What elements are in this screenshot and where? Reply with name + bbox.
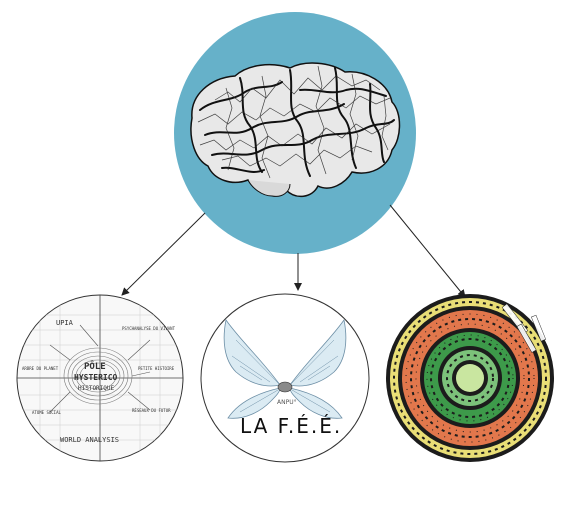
label-pole: PÔLE xyxy=(84,360,106,372)
fairy-wings-illustration xyxy=(223,319,347,419)
right-node-mandala xyxy=(386,294,554,462)
anpu-label: ANPU° xyxy=(277,399,297,406)
label-hysterico: HYSTERICO xyxy=(74,373,118,382)
label-psychanalyse: PSYCHANALYSE DU VIVANT xyxy=(122,326,176,331)
label-petite-histoire: PETITE HISTOIRE xyxy=(138,366,175,371)
left-node-map: UPIA PÔLE HYSTERICO HISTORIQUE PSYCHANAL… xyxy=(16,294,184,462)
label-upia: UPIA xyxy=(56,319,74,327)
label-arbre: ARBRE DU PLANET xyxy=(22,366,59,371)
fee-title: LA F.É.É. xyxy=(240,414,342,438)
connector-arrows xyxy=(121,204,466,298)
label-world-analysis: WORLD ANALYSIS xyxy=(60,436,119,444)
fairy-body-brain xyxy=(277,381,293,393)
middle-node-fee: ANPU° LA F.É.É. xyxy=(200,293,370,463)
brain-illustration xyxy=(190,62,401,198)
brain-node xyxy=(174,12,416,254)
label-atome: ATOME SOCIAL xyxy=(32,410,61,415)
label-reseaux: RÉSEAUX DU FUTUR xyxy=(132,408,171,413)
label-historique: HISTORIQUE xyxy=(78,385,115,392)
arrow-to-left-node xyxy=(121,212,206,296)
arrow-to-right-node xyxy=(389,204,466,298)
